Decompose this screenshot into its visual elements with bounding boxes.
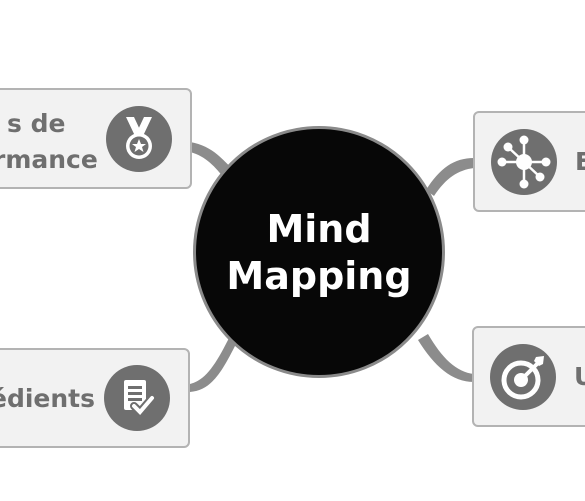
node-card-top-left[interactable]: s de rmance bbox=[0, 88, 192, 189]
node-label-line-1: édients bbox=[0, 384, 96, 413]
node-card-top-right[interactable]: E bbox=[473, 111, 585, 212]
node-label-line-1: U bbox=[574, 359, 585, 395]
node-label-line-1: s de bbox=[7, 109, 66, 138]
node-card-bottom-right[interactable]: U bbox=[472, 326, 585, 427]
node-label-line-2: rmance bbox=[0, 145, 98, 174]
connector-top-left bbox=[190, 142, 232, 178]
node-card-bottom-left[interactable]: édients bbox=[0, 348, 190, 448]
connector-bottom-right bbox=[418, 334, 474, 382]
target-icon bbox=[490, 344, 556, 410]
checklist-icon bbox=[104, 365, 170, 431]
node-label-line-1: E bbox=[575, 144, 585, 180]
central-topic-node[interactable]: Mind Mapping bbox=[193, 126, 445, 378]
connector-top-right bbox=[426, 158, 474, 196]
central-topic-line-2: Mapping bbox=[226, 254, 412, 298]
network-hub-icon bbox=[491, 129, 557, 195]
connector-bottom-left bbox=[190, 336, 238, 392]
central-topic-line-1: Mind bbox=[266, 207, 372, 251]
medal-icon bbox=[106, 106, 172, 172]
